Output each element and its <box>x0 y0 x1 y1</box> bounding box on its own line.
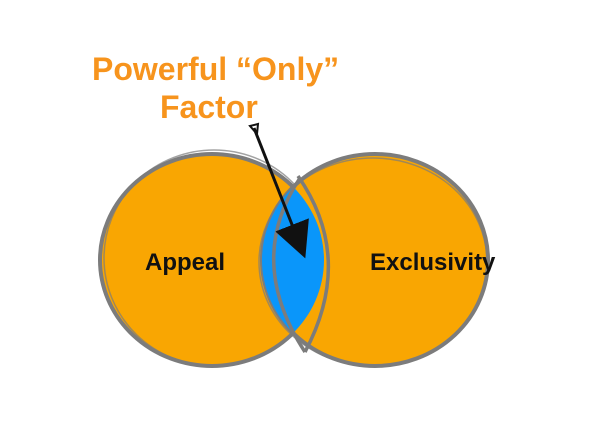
callout-line-2: Factor <box>160 89 258 125</box>
callout-line-1: Powerful “Only” <box>92 51 339 87</box>
callout-arrow <box>248 122 309 259</box>
exclusivity-circle-sketch-stroke <box>258 157 488 367</box>
overlap-left-edge <box>271 177 307 353</box>
overlap-right-edge <box>296 175 331 353</box>
appeal-label: Appeal <box>145 249 225 276</box>
exclusivity-label: Exclusivity <box>370 249 496 276</box>
